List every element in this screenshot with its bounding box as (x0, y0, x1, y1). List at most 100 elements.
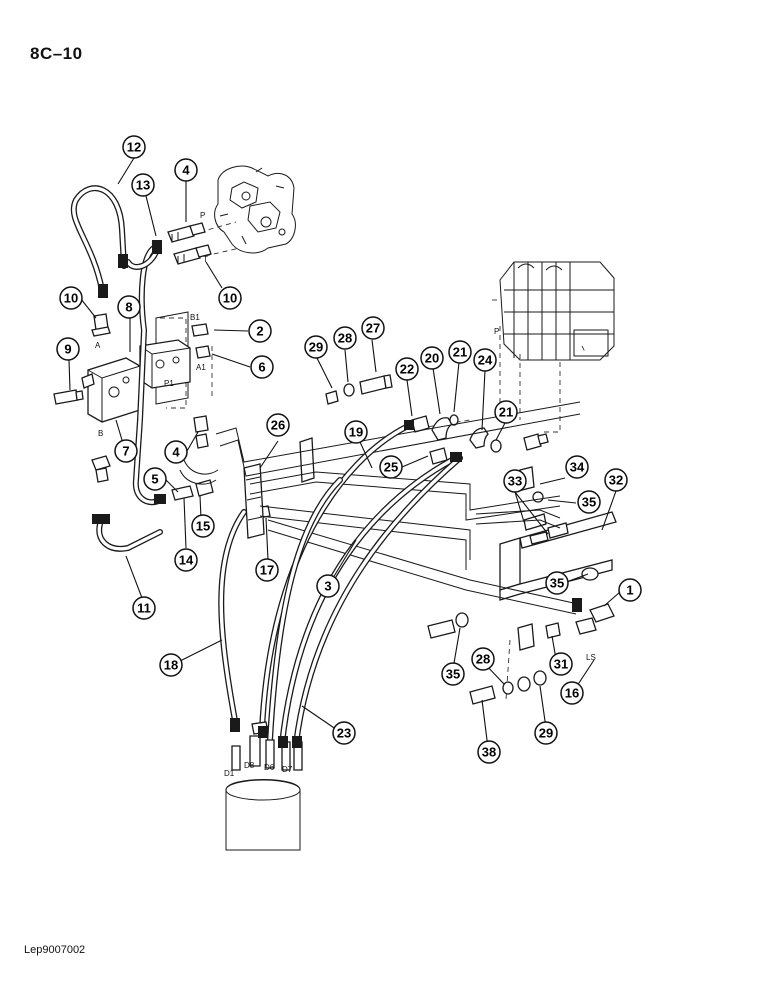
svg-text:11: 11 (137, 601, 151, 616)
svg-text:33: 33 (508, 474, 522, 489)
callout-34: 34 (565, 455, 589, 479)
hose-clamp-halves (431, 414, 502, 453)
pump-port-fittings (167, 222, 212, 265)
svg-text:34: 34 (570, 460, 585, 475)
pump-outline (214, 165, 296, 254)
port-label-d7: D7 (282, 765, 293, 774)
port-label-d6: D6 (264, 763, 275, 772)
svg-text:16: 16 (565, 686, 579, 701)
port-label-a1: A1 (196, 363, 206, 372)
control-valve-outline (499, 261, 615, 361)
svg-text:29: 29 (539, 726, 553, 741)
svg-text:1: 1 (626, 583, 633, 598)
callout-26: 26 (266, 413, 290, 437)
svg-text:28: 28 (338, 331, 352, 346)
callout-31: 31 (549, 652, 573, 676)
svg-text:15: 15 (196, 519, 210, 534)
port-label-p: P (200, 211, 205, 220)
callout-38: 38 (477, 740, 501, 764)
misc-fittings (53, 313, 615, 635)
callout-4: 4 (164, 440, 188, 464)
port-label-d1: D1 (224, 769, 235, 778)
svg-text:19: 19 (349, 425, 363, 440)
part-callouts: 12 13 4 10 10 8 2 9 6 7 4 5 26 29 28 27 … (56, 135, 642, 764)
svg-text:5: 5 (151, 472, 158, 487)
svg-text:35: 35 (446, 667, 460, 682)
svg-text:24: 24 (478, 353, 493, 368)
svg-text:2: 2 (256, 324, 263, 339)
callout-11: 11 (132, 596, 156, 620)
svg-text:10: 10 (64, 291, 78, 306)
callout-32: 32 (604, 468, 628, 492)
port-label-p1: P1 (164, 379, 174, 388)
bolt-washer-nut-set-upper (325, 374, 393, 405)
callout-21: 21 (448, 340, 472, 364)
callout-17: 17 (255, 558, 279, 582)
callout-5: 5 (143, 467, 167, 491)
svg-text:13: 13 (136, 178, 150, 193)
port-label-b1: B1 (190, 313, 200, 322)
svg-text:38: 38 (482, 745, 496, 760)
svg-text:3: 3 (324, 579, 331, 594)
svg-text:31: 31 (554, 657, 568, 672)
svg-text:9: 9 (64, 342, 71, 357)
callout-28: 28 (333, 326, 357, 350)
callout-13: 13 (131, 173, 155, 197)
callout-1: 1 (618, 578, 642, 602)
callout-10: 10 (218, 286, 242, 310)
bolt-washer-nut-set-lower (427, 612, 561, 705)
svg-text:35: 35 (582, 495, 596, 510)
callout-29: 29 (304, 335, 328, 359)
callout-27: 27 (361, 316, 385, 340)
callout-14: 14 (174, 548, 198, 572)
callout-25: 25 (379, 455, 403, 479)
port-label-t: T (203, 255, 208, 264)
svg-text:26: 26 (271, 418, 285, 433)
callout-19: 19 (344, 420, 368, 444)
svg-text:6: 6 (258, 360, 265, 375)
page-code: 8C–10 (30, 44, 83, 63)
svg-text:21: 21 (453, 345, 467, 360)
svg-text:4: 4 (182, 163, 190, 178)
svg-text:17: 17 (260, 563, 274, 578)
callout-16: 16 (560, 681, 584, 705)
drawing-reference-code: Lep9007002 (24, 944, 86, 956)
port-label-p-valve: P (494, 327, 499, 336)
shuttle-valve (81, 357, 141, 423)
callout-3: 3 (316, 574, 340, 598)
callout-28: 28 (471, 647, 495, 671)
port-labels: P T B1 A1 P1 A B P LS D1 D8 D6 D7 (95, 211, 596, 778)
rigid-tube-bundle (179, 401, 581, 615)
callout-23: 23 (332, 721, 356, 745)
svg-text:18: 18 (164, 658, 178, 673)
svg-text:14: 14 (179, 553, 194, 568)
callout-8: 8 (117, 295, 141, 319)
callout-35: 35 (577, 490, 601, 514)
svg-text:29: 29 (309, 340, 323, 355)
svg-text:4: 4 (172, 445, 180, 460)
callout-2: 2 (248, 319, 272, 343)
callout-10: 10 (59, 286, 83, 310)
callout-22: 22 (395, 357, 419, 381)
callout-12: 12 (122, 135, 146, 159)
callout-35: 35 (441, 662, 465, 686)
svg-text:20: 20 (425, 351, 439, 366)
callout-21: 21 (494, 400, 518, 424)
svg-text:25: 25 (384, 460, 398, 475)
svg-text:23: 23 (337, 726, 351, 741)
assembly-centre-lines (160, 221, 587, 701)
callout-18: 18 (159, 653, 183, 677)
port-label-ls: LS (586, 653, 596, 662)
callout-6: 6 (250, 355, 274, 379)
svg-text:27: 27 (366, 321, 380, 336)
port-label-b: B (98, 429, 103, 438)
svg-text:10: 10 (223, 291, 237, 306)
callout-24: 24 (473, 348, 497, 372)
callout-4: 4 (174, 158, 198, 182)
callout-35: 35 (545, 571, 569, 595)
callout-29: 29 (534, 721, 558, 745)
callout-20: 20 (420, 346, 444, 370)
svg-text:8: 8 (125, 300, 132, 315)
callout-leaders (68, 157, 621, 749)
